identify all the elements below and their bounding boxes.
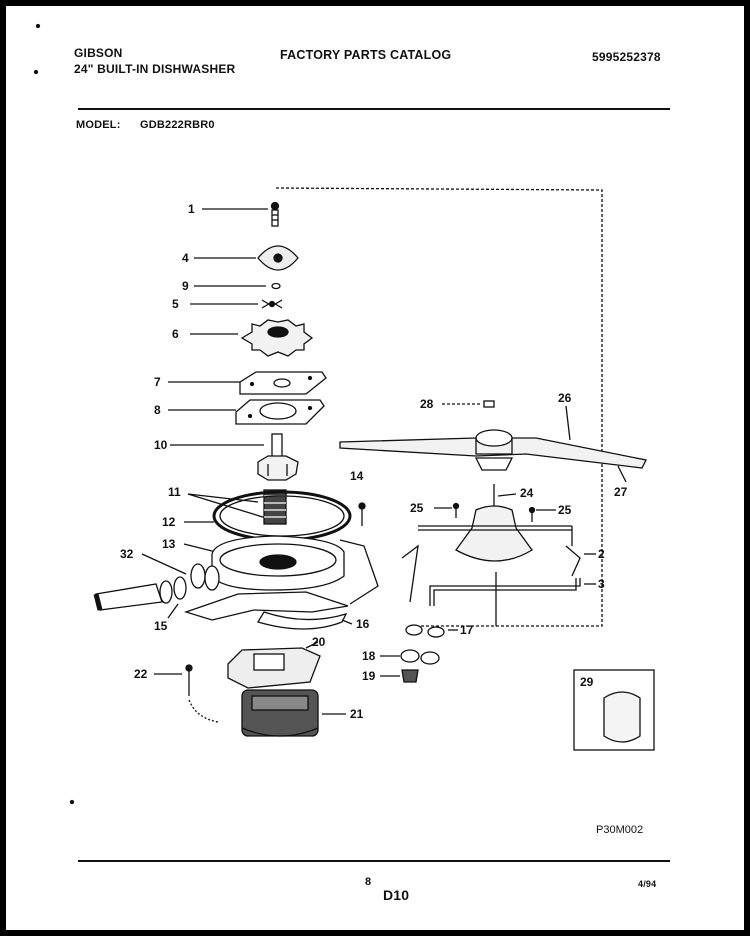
part-10-shaft [170,433,299,481]
part-26-spray-arm [339,405,647,483]
callout-label: 5 [172,297,179,311]
catalog-number: 5995252378 [592,50,661,64]
part-20-motor-mount [227,641,321,689]
part-32-elbow [141,553,220,591]
callout-label: 18 [362,649,376,663]
callout-label: 17 [460,623,474,637]
footer-divider [78,860,670,862]
callout-label: 2 [598,547,605,561]
callout-label: 26 [558,391,572,405]
callout-label: 29 [580,675,594,689]
callout-label: 8 [154,403,161,417]
part-18-nuts [380,649,440,665]
part-11-seal [187,489,287,525]
callout-label: 9 [182,279,189,293]
model-label: MODEL: [76,119,121,131]
callout-label: 16 [356,617,370,631]
part-7-gasket [168,371,327,395]
brand-name: GIBSON [74,46,123,60]
part-19-fastener [380,669,419,683]
header-divider [78,108,670,110]
callout-label: 4 [182,251,189,265]
part-8-plate [168,399,325,425]
part-9-washer [194,282,281,290]
part-2-bracket [401,525,596,603]
callout-label: 11 [168,485,181,499]
callout-label: 1 [188,202,195,216]
model-number: GDB222RBR0 [140,119,215,131]
callout-label: 10 [154,438,168,452]
part-22-screw [154,664,219,723]
part-29-filter-inset [573,669,655,751]
callout-label: 6 [172,327,179,341]
page-number: 8 [365,876,372,888]
drawing-code: P30M002 [596,824,643,836]
part-25-screws [434,502,556,522]
callout-label: 3 [598,577,605,591]
part-28-plug [442,400,495,408]
callout-label: 25 [558,503,572,517]
part-6-impeller [190,319,314,357]
part-4-cap [194,245,299,271]
part-21-motor [241,689,346,737]
product-name: 24" BUILT-IN DISHWASHER [74,62,236,76]
callout-label: 32 [120,547,134,561]
part-3-tube [429,578,596,606]
callout-label: 12 [162,515,176,529]
revision-date: 4/94 [638,879,657,889]
callout-label: 27 [614,485,628,499]
callout-label: 22 [134,667,148,681]
part-24-support [455,484,533,626]
part-16-clamp-band [257,611,353,630]
part-14-screw [358,502,366,526]
callout-label: 20 [312,635,326,649]
callout-label: 25 [410,501,424,515]
callout-label: 21 [350,707,364,721]
callout-label: 7 [154,375,161,389]
part-1-screw [202,201,280,227]
callout-label: 19 [362,669,376,683]
section-code: D10 [383,887,410,903]
part-5-clip [190,299,283,309]
callout-label: 24 [520,486,534,500]
part-13-pump-housing [183,535,379,605]
callout-labels: 1 4 9 5 6 7 8 10 11 12 13 32 15 16 20 22… [120,202,628,721]
callout-label: 13 [162,537,176,551]
part-15-clamp [167,603,179,619]
housing-gasket [183,591,349,621]
parts-catalog-page: GIBSON 24" BUILT-IN DISHWASHER FACTORY P… [6,6,744,930]
callout-label: 14 [350,469,364,483]
callout-label: 15 [154,619,168,633]
catalog-title: FACTORY PARTS CATALOG [280,48,452,62]
part-17-washers [405,624,458,638]
drain-hose [93,576,187,611]
exploded-parts-diagram: 1 4 9 5 6 7 8 10 11 12 13 32 15 16 20 22… [33,23,655,836]
callout-label: 28 [420,397,434,411]
